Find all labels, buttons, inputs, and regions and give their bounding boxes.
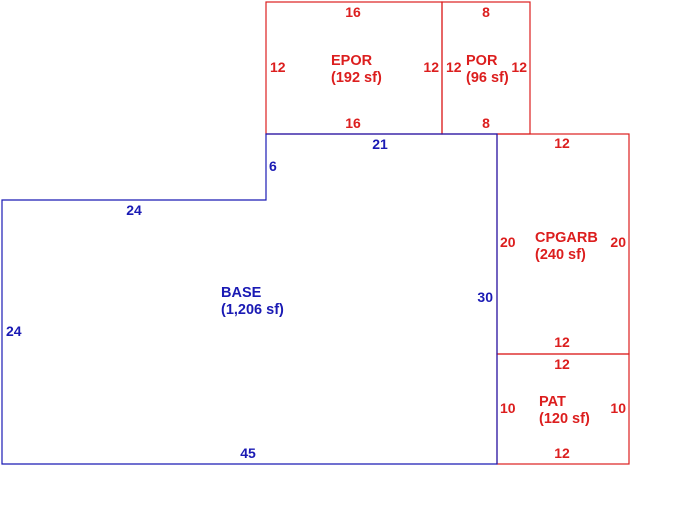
cpgarb-name: CPGARB: [535, 230, 598, 246]
pat-dim-top: 12: [554, 356, 570, 372]
epor-area: 16 16 12 12 EPOR (192 sf): [265, 1, 443, 135]
base-dim-right: 30: [477, 289, 493, 305]
base-area-value: (1,206 sf): [221, 302, 284, 318]
pat-area-value: (120 sf): [539, 411, 590, 427]
epor-name: EPOR: [331, 53, 373, 69]
cpgarb-area-value: (240 sf): [535, 247, 586, 263]
epor-dim-left: 12: [270, 59, 286, 75]
base-dim-top-left: 24: [126, 202, 142, 218]
cpgarb-dim-left: 20: [500, 234, 516, 250]
base-dim-bottom: 45: [240, 445, 256, 461]
pat-area: 12 12 10 10 PAT (120 sf): [496, 353, 630, 465]
por-name: POR: [466, 53, 498, 69]
cpgarb-area: 12 12 20 20 CPGARB (240 sf): [496, 133, 630, 355]
cpgarb-dim-bottom: 12: [554, 334, 570, 350]
por-dim-left: 12: [446, 59, 462, 75]
epor-area-value: (192 sf): [331, 70, 382, 86]
epor-dim-right: 12: [423, 59, 439, 75]
por-dim-right: 12: [511, 59, 527, 75]
pat-dim-bottom: 12: [554, 445, 570, 461]
pat-dim-left: 10: [500, 400, 516, 416]
base-name: BASE: [221, 285, 262, 301]
epor-dim-top: 16: [345, 4, 361, 20]
por-dim-bottom: 8: [482, 115, 490, 131]
por-area: 8 8 12 12 POR (96 sf): [441, 1, 531, 135]
epor-dim-bottom: 16: [345, 115, 361, 131]
cpgarb-dim-right: 20: [610, 234, 626, 250]
cpgarb-dim-top: 12: [554, 135, 570, 151]
base-dim-step: 6: [269, 158, 277, 174]
base-dim-top-right: 21: [372, 136, 388, 152]
por-dim-top: 8: [482, 4, 490, 20]
pat-name: PAT: [539, 394, 566, 410]
base-area: 24 24 6 21 30 45 BASE (1,206 sf): [1, 133, 498, 465]
pat-dim-right: 10: [610, 400, 626, 416]
base-outline: [1, 133, 498, 465]
base-dim-left: 24: [6, 323, 22, 339]
por-area-value: (96 sf): [466, 70, 509, 86]
